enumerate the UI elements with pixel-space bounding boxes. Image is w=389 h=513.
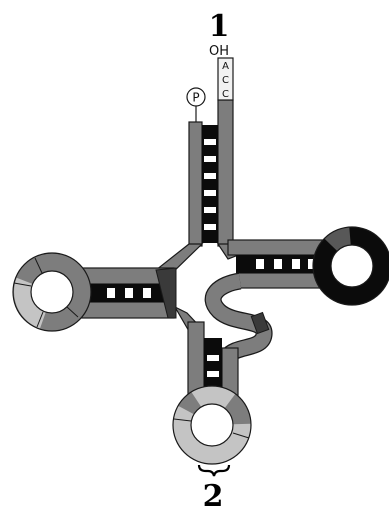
acc-letter-c1: C <box>222 75 229 86</box>
t-loop-inner-edge <box>330 244 374 288</box>
t-arm <box>227 226 389 306</box>
anticodon-number: 2 <box>203 479 224 513</box>
anticodon-loop-ticks <box>173 418 250 439</box>
anticodon-loop-ring <box>173 386 251 464</box>
three-prime-strand <box>217 99 234 247</box>
anticodon-loop-outer-edge <box>172 385 252 465</box>
hydroxyl-label: OH <box>209 44 229 59</box>
variable-loop-dark-cap <box>250 311 270 335</box>
anticodon-loop-gray-left <box>178 391 202 415</box>
acceptor-stem-ladder <box>202 125 218 243</box>
variable-loop-fill <box>205 273 272 362</box>
t-loop-ring <box>313 227 389 305</box>
d-arm-junction-cap <box>155 267 177 319</box>
three-prime-end-number: 1 <box>209 9 230 44</box>
d-loop-ticks <box>13 257 79 328</box>
anticodon-loop-gray-right <box>224 393 251 425</box>
t-arm-rungs <box>256 259 316 269</box>
d-loop-light-segment <box>14 277 47 329</box>
acceptor-stem-rungs <box>204 139 216 230</box>
phosphate-circle <box>186 87 206 107</box>
acceptor-stem: A C C OH 1 P <box>186 9 234 247</box>
t-loop-gray-segment <box>324 227 352 252</box>
d-arm-rungs <box>107 288 151 298</box>
d-loop-inner-edge <box>30 270 74 314</box>
d-loop-outer-edge <box>12 252 92 332</box>
d-arm <box>12 252 177 332</box>
anticodon-loop-inner-edge <box>190 403 234 447</box>
acc-letter-c2: C <box>222 89 229 100</box>
d-arm-bottom-strand <box>75 301 175 319</box>
t-loop-outer-edge <box>312 226 389 306</box>
anticodon-brace <box>197 464 231 477</box>
five-prime-strand <box>188 121 203 247</box>
phosphate-label: P <box>192 91 199 105</box>
anticodon-arm: 2 <box>172 321 252 513</box>
acc-tail <box>217 57 234 101</box>
acc-letter-a: A <box>222 61 229 72</box>
